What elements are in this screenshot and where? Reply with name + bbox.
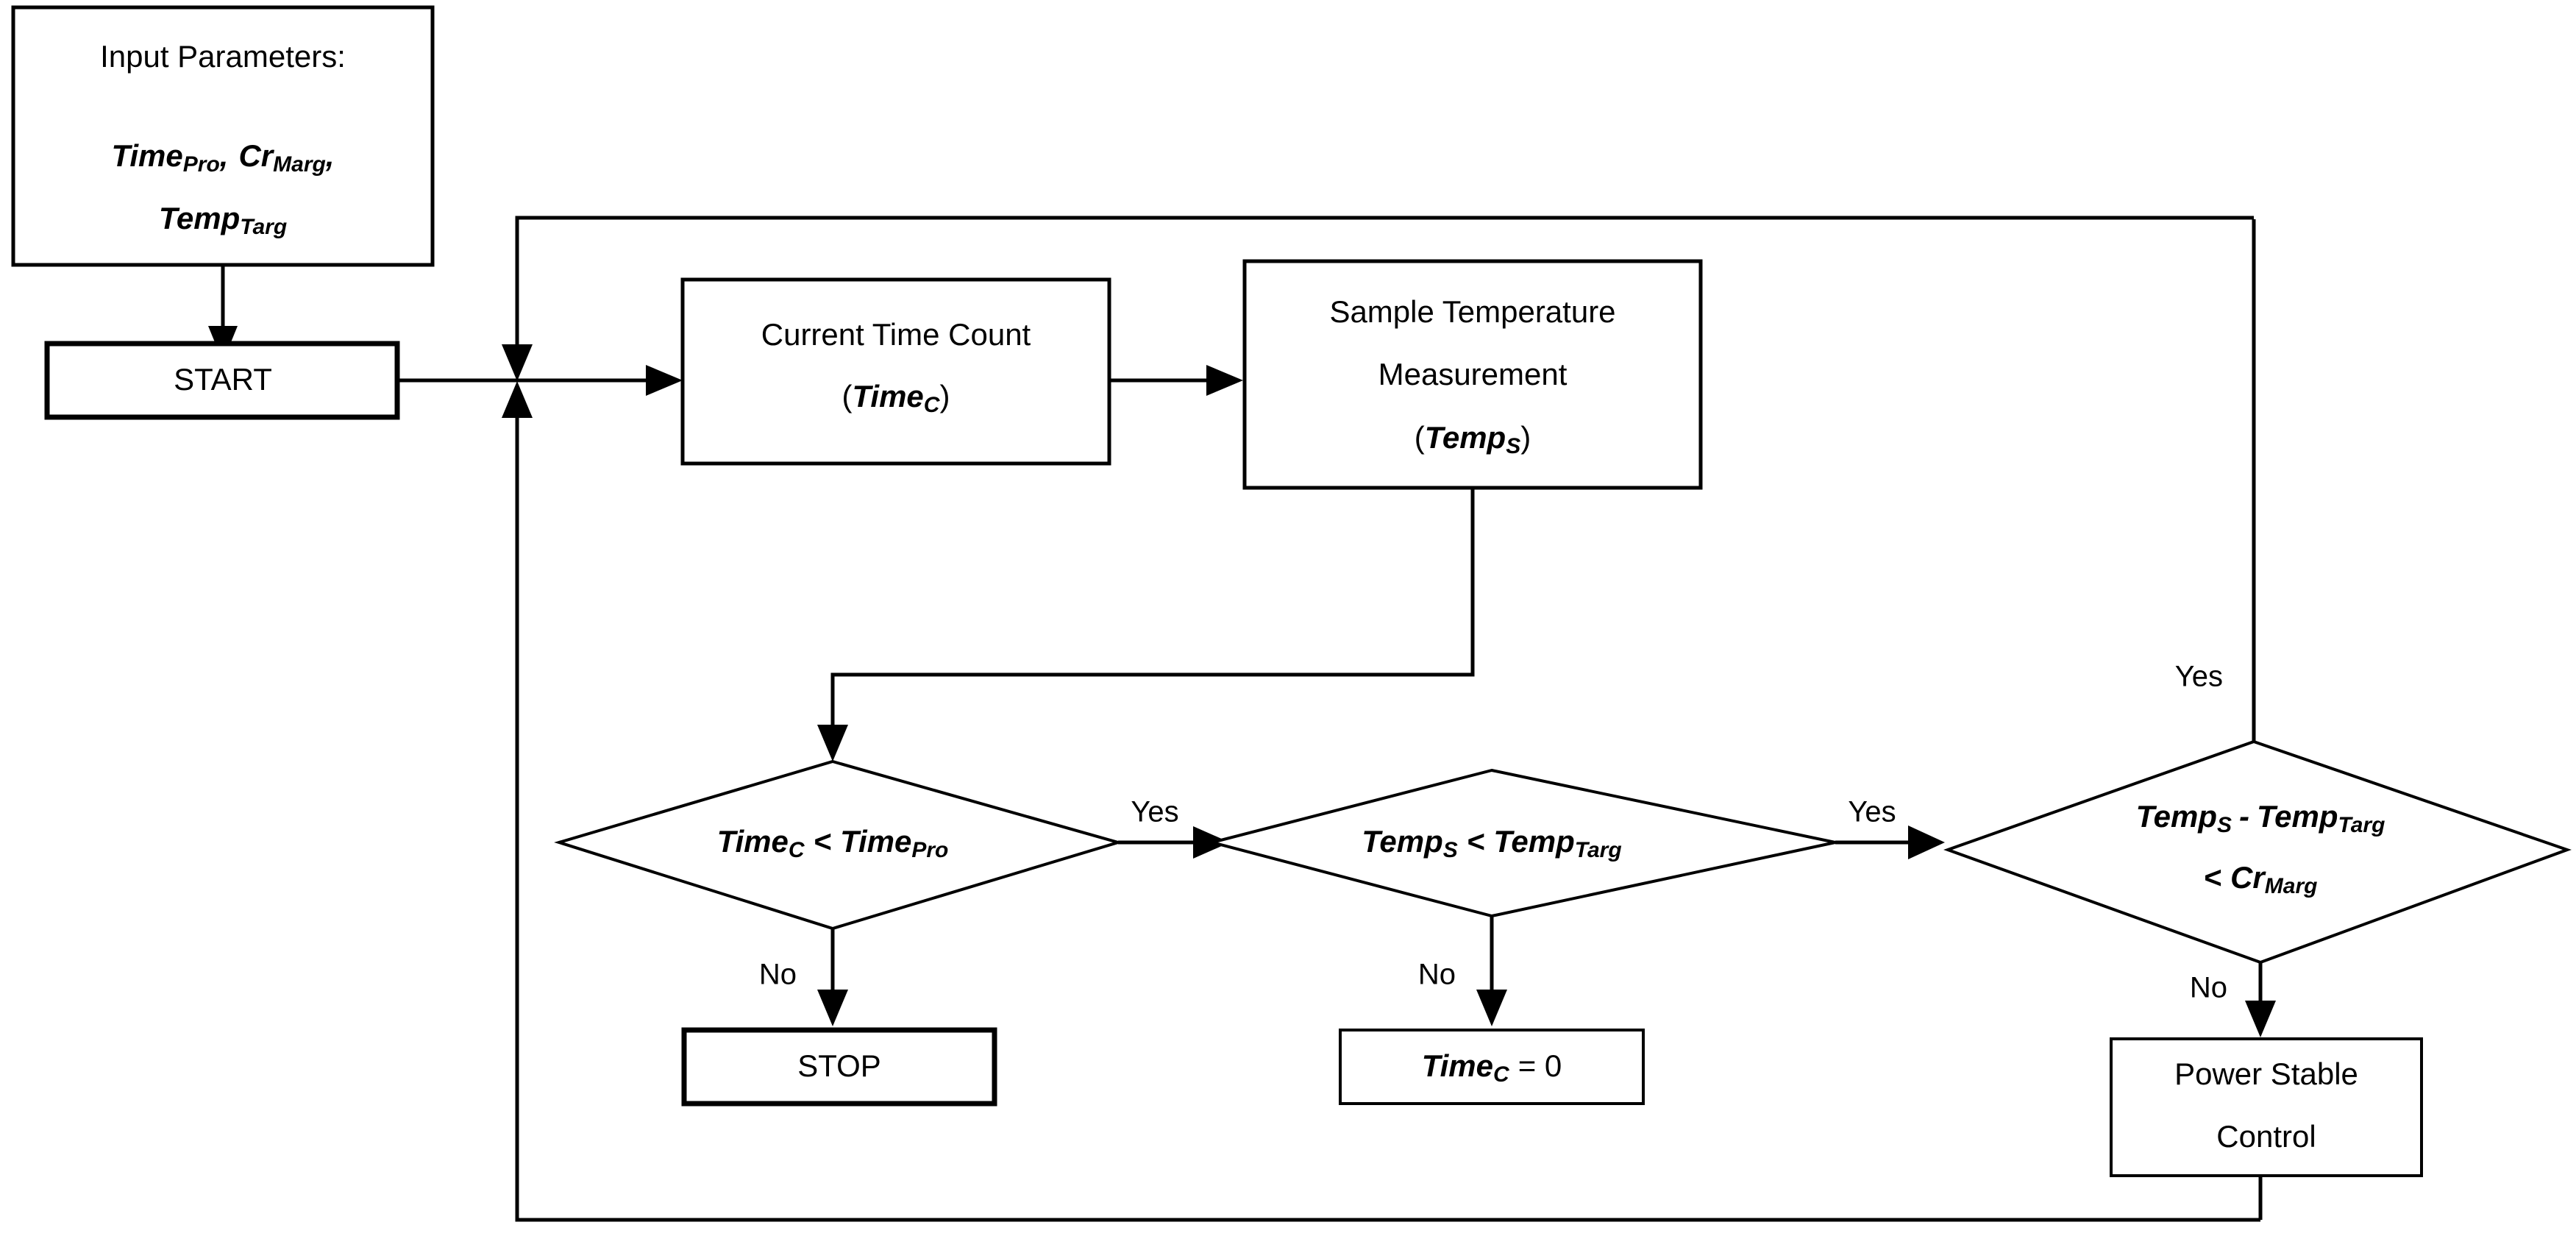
decision-margin-line1: TempS-TempTarg [2136,799,2385,837]
edge-label-yes-time-to-temp: Yes [1131,796,1178,828]
decision-time-sub1: C [789,838,805,862]
decision-temp-sub1: S [1443,838,1458,862]
edge-label-no-time-to-stop: No [759,959,797,991]
input-parameters-heading: Input Parameters: [100,39,346,74]
decision-temp-sub2: Targ [1575,838,1622,862]
edge-current-time-to-sample-temp [1109,365,1243,396]
node-stop[interactable] [681,1027,997,1107]
sample-temperature-line2: Measurement [1378,357,1568,391]
edge-decision-margin-no [2245,962,2276,1037]
start-label: START [174,362,272,397]
decision-margin-sub2: Targ [2338,813,2385,837]
node-decision-time[interactable] [554,759,1124,931]
edge-label-yes-temp-to-margin: Yes [1848,796,1896,828]
current-time-count-line2: (TimeC) [842,379,950,417]
decision-margin-sub3: Marg [2265,874,2318,898]
node-decision-margin[interactable] [1943,739,2572,965]
decision-temp-var2: Temp [1493,824,1574,859]
paren-close-temp: ) [1520,420,1531,455]
paren-open-temp: ( [1415,420,1425,455]
decision-temp-text: TempS<TempTarg [1362,824,1621,862]
sample-temp-var: Temp [1425,420,1506,455]
decision-time-sub2: Pro [911,838,948,862]
reset-time-rest: = 0 [1518,1048,1562,1083]
decision-margin-op-lt: < [2204,860,2222,895]
decision-temp-var1: Temp [1362,824,1442,859]
input-param-comma-2: , [325,138,335,173]
decision-margin-op-minus: - [2239,799,2249,834]
node-sample-temperature[interactable] [1242,259,1703,490]
input-param-time-pro-sub: Pro [183,152,220,177]
sample-temperature-line3: (TempS) [1415,420,1531,458]
edge-sample-temp-to-decision-time [817,488,1475,761]
edge-top-feedback-rail [502,216,2254,381]
current-time-var: Time [853,379,924,413]
input-param-comma-1: , [219,138,229,173]
decision-temp-op: < [1467,824,1485,859]
decision-margin-var3: Cr [2230,860,2266,895]
paren-open-time: ( [842,379,853,413]
decision-margin-var2: Temp [2257,799,2338,834]
input-param-temp-targ: Temp [159,201,240,235]
power-stable-line2: Control [2216,1119,2316,1154]
node-power-stable-control[interactable] [2110,1037,2423,1177]
paren-close-time: ) [939,379,950,413]
decision-time-var1: Time [717,824,789,859]
decision-margin-line2: <CrMarg [2204,860,2318,898]
current-time-count-line1: Current Time Count [761,317,1031,352]
edge-bottom-feedback-rail [502,381,2260,1222]
edge-label-no-temp-to-reset: No [1418,959,1456,991]
decision-margin-sub1: S [2217,813,2232,837]
sample-temp-sub: S [1506,434,1520,458]
decision-time-text: TimeC<TimePro [717,824,949,862]
input-param-cr-marg-sub: Marg [273,152,326,177]
reset-time-var: Time [1422,1048,1493,1083]
node-current-time-count[interactable] [680,277,1111,466]
decision-time-var2: Time [840,824,911,859]
reset-time-text: TimeC = 0 [1422,1048,1562,1087]
decision-margin-var1: Temp [2136,799,2217,834]
reset-time-sub: C [1493,1062,1510,1087]
node-reset-time[interactable] [1339,1029,1645,1105]
sample-temperature-line1: Sample Temperature [1329,294,1615,329]
input-parameters-line2: TimePro, CrMarg, [111,138,334,177]
decision-time-op: < [814,824,832,859]
edge-start-to-current-time [397,365,683,396]
power-stable-line1: Power Stable [2174,1057,2358,1091]
edge-decision-time-no [817,928,848,1026]
edge-label-yes-margin-feedback: Yes [2175,661,2223,693]
node-input-parameters[interactable] [11,5,435,267]
edge-label-no-margin-to-power: No [2190,972,2227,1004]
node-start[interactable] [44,341,400,420]
current-time-sub: C [924,393,941,417]
node-decision-temp[interactable] [1206,768,1836,918]
stop-label: STOP [797,1048,881,1083]
input-param-temp-targ-sub: Targ [240,215,287,239]
input-param-time-pro: Time [111,138,182,173]
edge-decision-temp-yes [1835,825,1945,859]
edge-decision-temp-no [1476,916,1507,1026]
input-parameters-line3: TempTarg [159,201,287,239]
input-param-cr-marg: Cr [238,138,274,173]
